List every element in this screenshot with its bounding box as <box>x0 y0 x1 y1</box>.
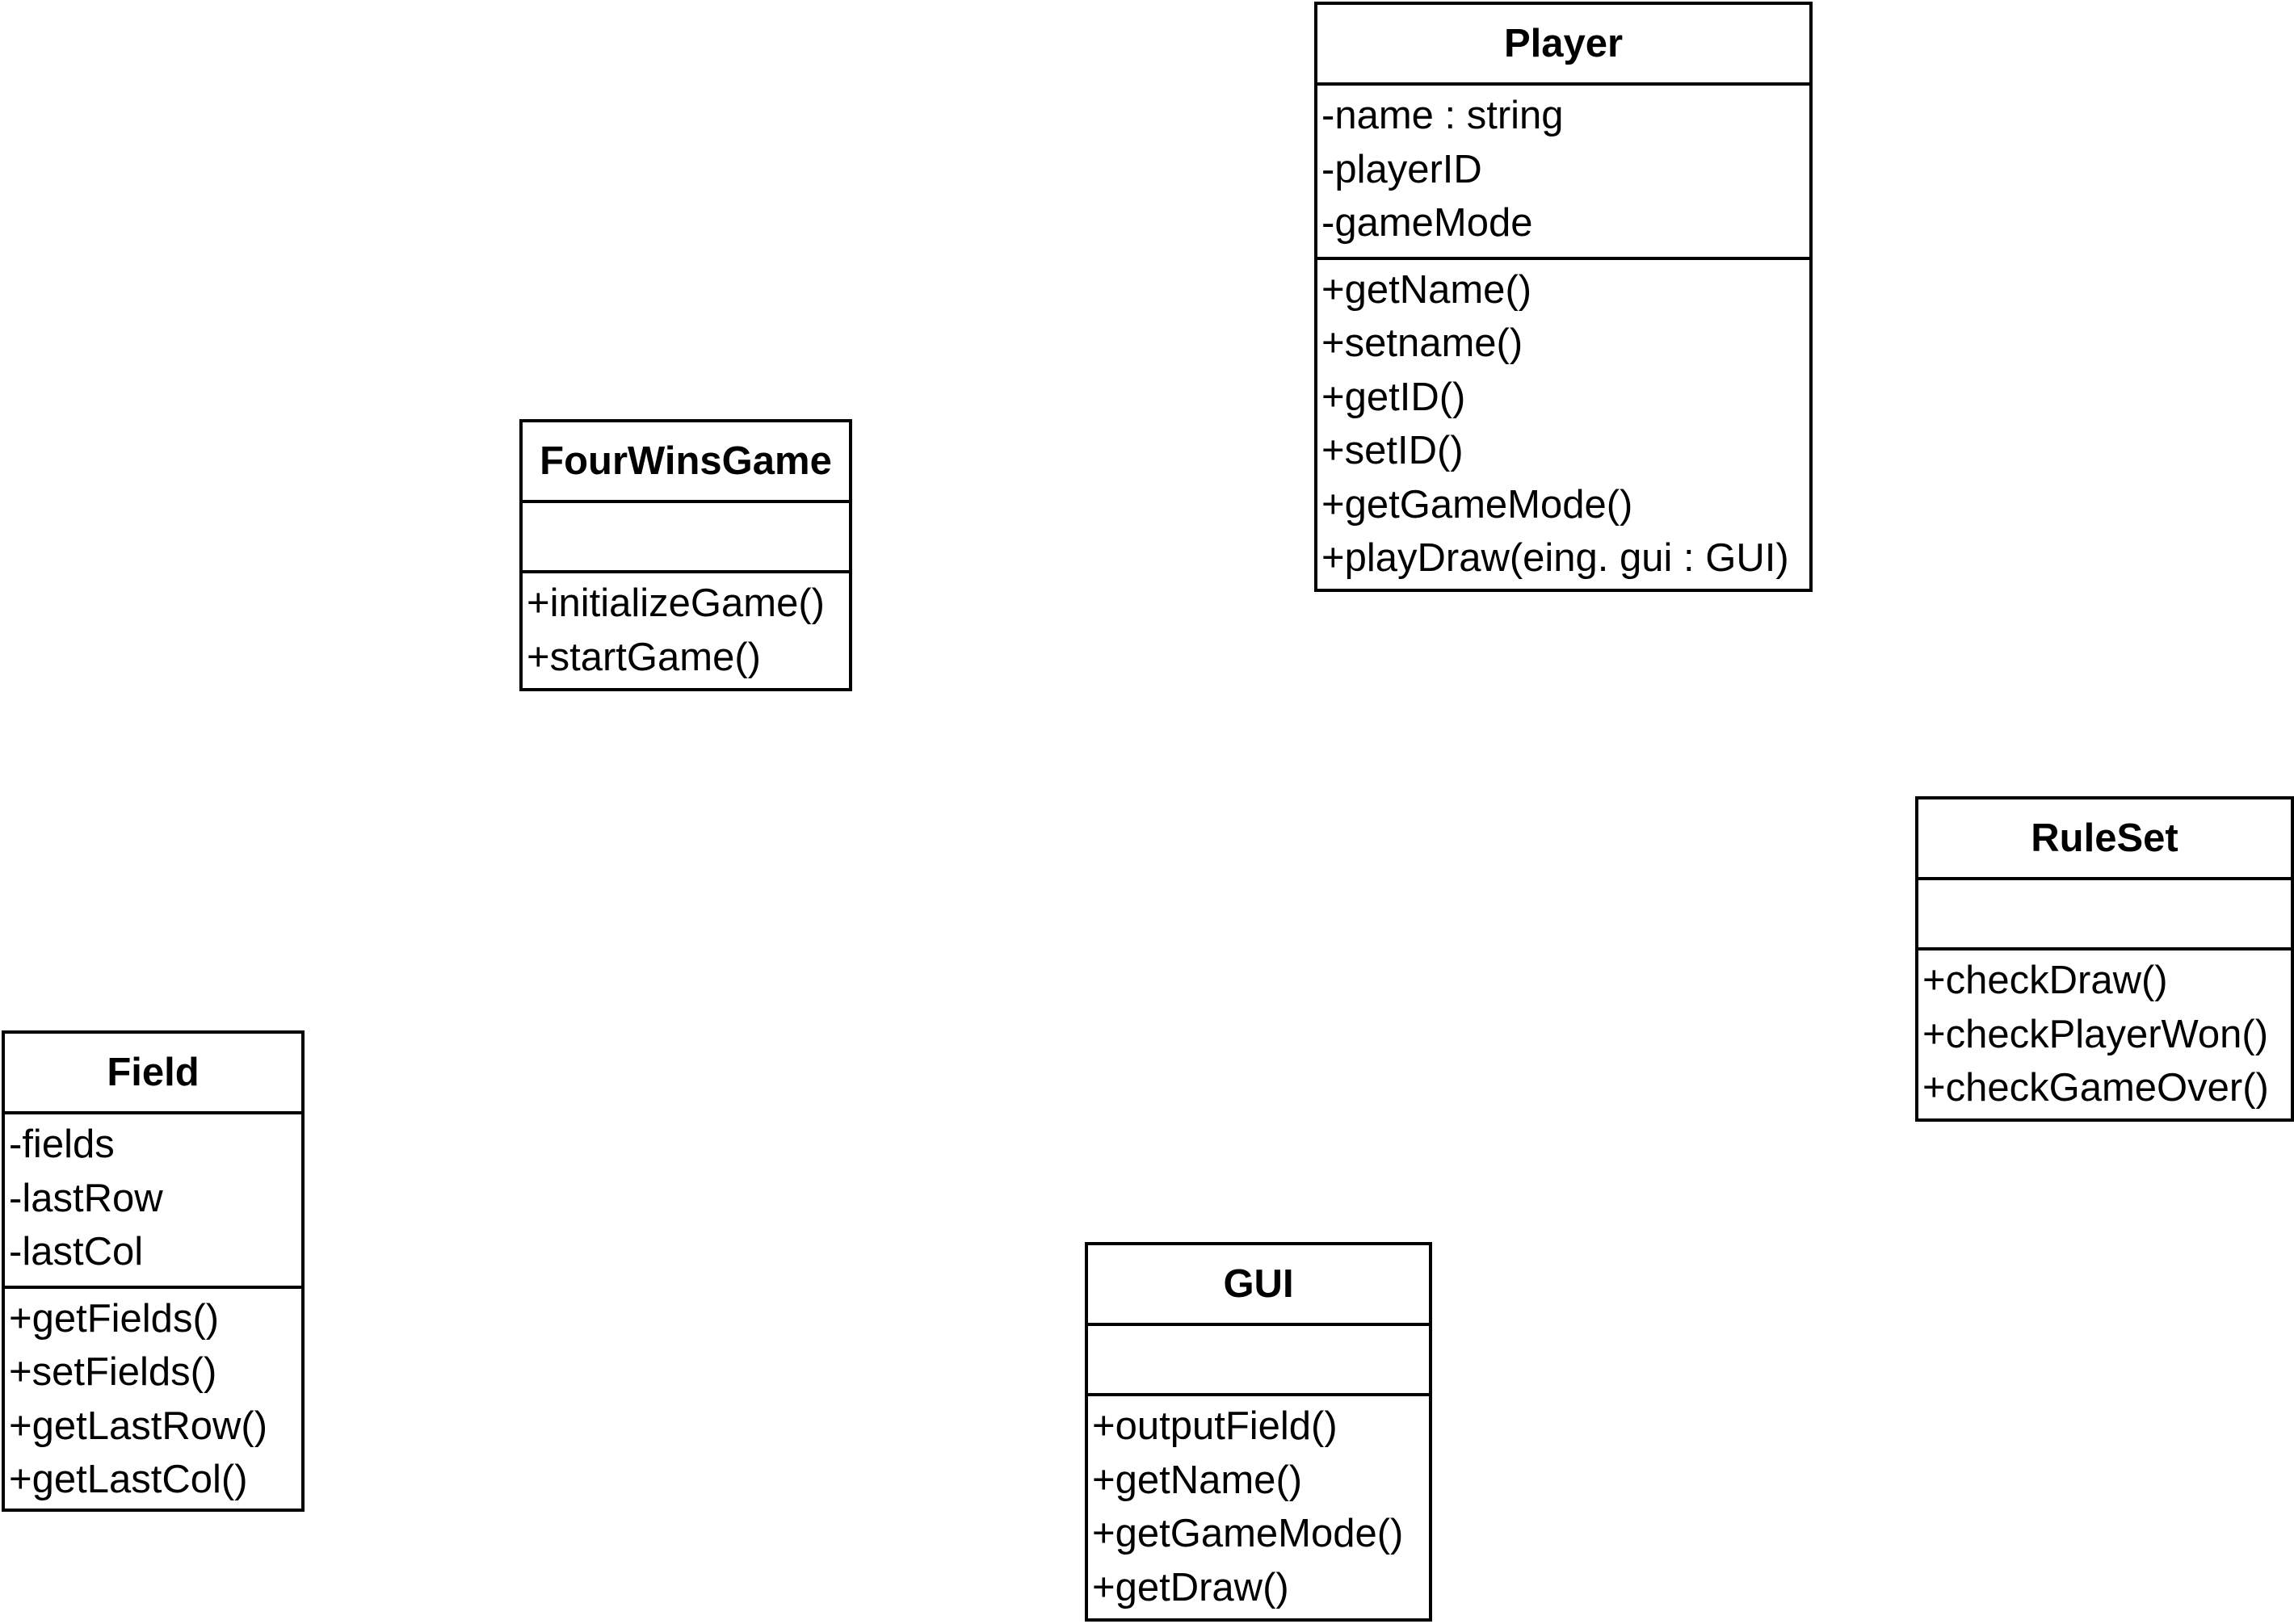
attributes-section: -name : string -playerID -gameMode <box>1317 86 1809 260</box>
class-name: FourWinsGame <box>523 422 849 503</box>
methods-section: +getName() +setname() +getID() +setID() … <box>1317 260 1809 592</box>
method: +setFields() <box>9 1350 217 1394</box>
methods-section: +initializeGame() +startGame() <box>523 573 849 690</box>
methods-section: +outputField() +getName() +getGameMode()… <box>1088 1396 1429 1621</box>
attributes-section <box>523 503 849 573</box>
method: +getID() <box>1321 375 1466 419</box>
method: +checkDraw() <box>1922 959 2168 1002</box>
class-name: RuleSet <box>1918 799 2291 880</box>
method: +getDraw() <box>1092 1565 1289 1609</box>
method: +getGameMode() <box>1092 1512 1404 1555</box>
attribute: -lastCol <box>9 1230 144 1274</box>
method: +getLastRow() <box>9 1404 268 1448</box>
method: +checkPlayerWon() <box>1922 1012 2269 1056</box>
attribute: -fields <box>9 1123 115 1166</box>
method: +getFields() <box>9 1296 220 1341</box>
attribute: -lastRow <box>9 1176 163 1220</box>
method: +initializeGame() <box>527 581 825 625</box>
attributes-section <box>1918 880 2291 950</box>
class-ruleset[interactable]: RuleSet +checkDraw() +checkPlayerWon() +… <box>1915 796 2294 1122</box>
method: +playDraw(eing. gui : GUI) <box>1321 536 1789 580</box>
attribute: -name : string <box>1321 94 1564 137</box>
class-name: Field <box>5 1034 301 1114</box>
method: +setID() <box>1321 429 1464 472</box>
class-field[interactable]: Field -fields -lastRow -lastCol +getFiel… <box>2 1030 305 1512</box>
method: +startGame() <box>527 635 761 679</box>
class-player[interactable]: Player -name : string -playerID -gameMod… <box>1314 2 1813 592</box>
class-gui[interactable]: GUI +outputField() +getName() +getGameMo… <box>1085 1242 1432 1622</box>
method: +getName() <box>1321 267 1532 312</box>
class-name: Player <box>1317 5 1809 86</box>
method: +checkGameOver() <box>1922 1066 2269 1110</box>
methods-section: +getFields() +setFields() +getLastRow() … <box>5 1289 301 1513</box>
class-fourwinsgame[interactable]: FourWinsGame +initializeGame() +startGam… <box>519 419 852 691</box>
method: +getLastCol() <box>9 1458 248 1501</box>
methods-section: +checkDraw() +checkPlayerWon() +checkGam… <box>1918 950 2291 1122</box>
class-name: GUI <box>1088 1245 1429 1326</box>
method: +getName() <box>1092 1458 1303 1502</box>
attribute: -gameMode <box>1321 201 1533 245</box>
attribute: -playerID <box>1321 147 1482 191</box>
attributes-section: -fields -lastRow -lastCol <box>5 1114 301 1289</box>
method: +getGameMode() <box>1321 482 1633 527</box>
method: +setname() <box>1321 321 1523 365</box>
method: +outputField() <box>1092 1404 1338 1448</box>
attributes-section <box>1088 1326 1429 1396</box>
